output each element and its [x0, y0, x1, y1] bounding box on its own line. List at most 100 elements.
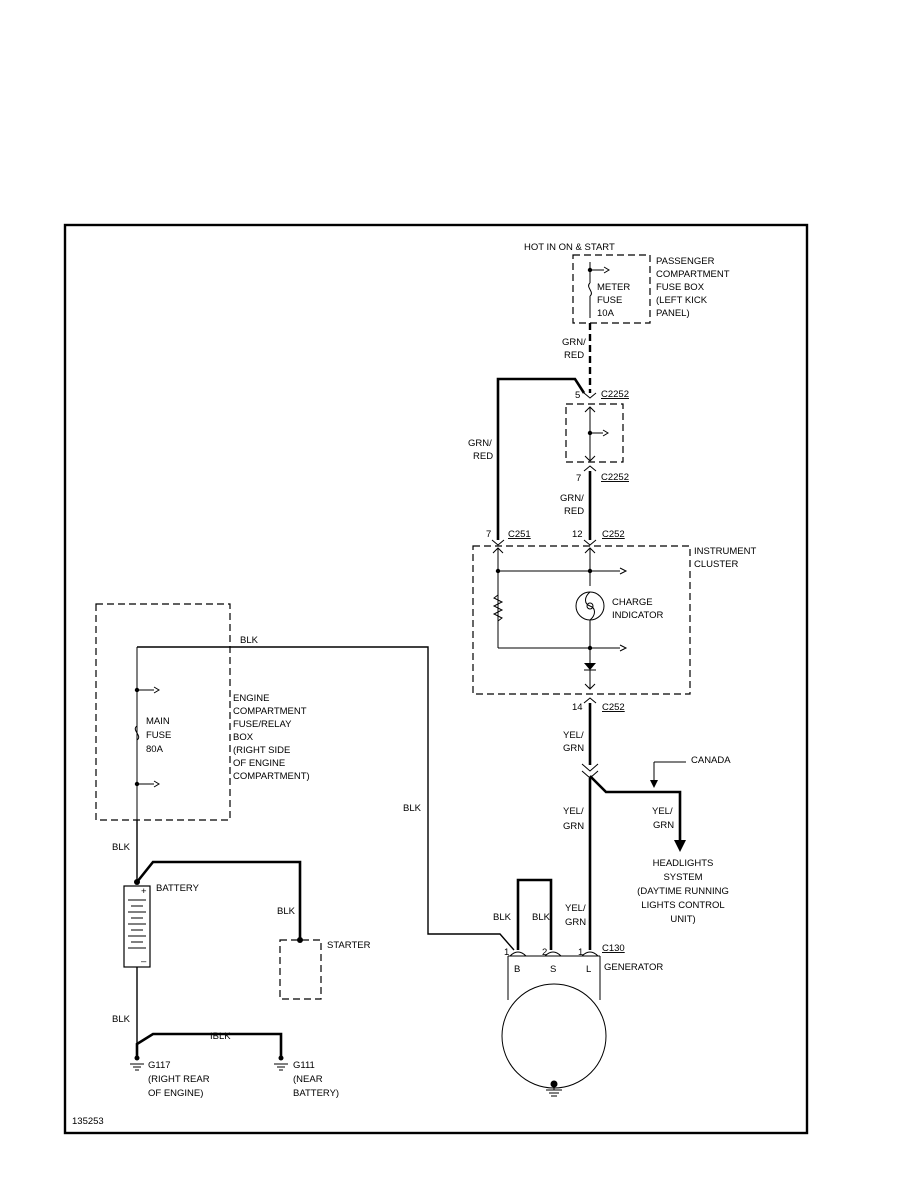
wire-label-yel-grn-4b: GRN	[653, 820, 674, 831]
battery-minus-label: –	[141, 956, 147, 967]
main-fuse-label-3: 80A	[146, 744, 164, 755]
c252-top-pin: 12	[572, 529, 583, 540]
instrument-cluster-label-1: INSTRUMENT	[694, 546, 756, 557]
svg-text:(DAYTIME RUNNING: (DAYTIME RUNNING	[637, 886, 729, 897]
wire-label-blk-3: BLK	[112, 842, 131, 853]
arrow-icon	[619, 644, 628, 652]
passenger-fuse-box: HOT IN ON & START METER FUSE 10A PASSENG…	[524, 242, 730, 324]
ground-g117: G117 (RIGHT REAR OF ENGINE)	[130, 1055, 210, 1099]
wire-grn-red-to-c251	[496, 377, 586, 540]
engine-box-label-6: OF ENGINE	[233, 758, 285, 769]
connector-c251: 7 C251	[486, 529, 531, 546]
wire-label-grn-red-2b: RED	[473, 451, 493, 462]
generator-label: GENERATOR	[604, 962, 663, 973]
wire-label-blk-6: BLK	[493, 912, 512, 923]
starter-label: STARTER	[327, 940, 371, 951]
pc-fuse-box-label-2: COMPARTMENT	[656, 269, 730, 280]
canada-label: CANADA	[691, 755, 731, 766]
instrument-cluster-label-2: CLUSTER	[694, 559, 738, 570]
engine-box-label-7: COMPARTMENT)	[233, 771, 310, 782]
c252-top-name: C252	[602, 529, 625, 540]
wire-blk-to-starter	[135, 860, 302, 940]
svg-text:UNIT): UNIT)	[670, 914, 695, 925]
wire-label-blk-2: BLK	[403, 803, 422, 814]
wire-label-yel-grn-2b: GRN	[563, 821, 584, 832]
c252-bot-pin: 14	[572, 702, 583, 713]
wire-label-yel-grn-4a: YEL/	[652, 806, 673, 817]
resistor-icon	[492, 594, 504, 622]
wire-label-yel-grn-3b: GRN	[565, 917, 586, 928]
charge-indicator-label-2: INDICATOR	[612, 610, 664, 621]
fuse-icon	[588, 282, 592, 297]
splice-icon	[581, 763, 599, 772]
arrow-icon	[603, 266, 610, 274]
meter-fuse-label-2: FUSE	[597, 295, 622, 306]
pc-fuse-box-label-5: PANEL)	[656, 308, 690, 319]
charge-indicator-label-1: CHARGE	[612, 597, 653, 608]
wire-label-iblk: IBLK	[210, 1031, 231, 1042]
c2252-bot-name: C2252	[601, 472, 629, 483]
c2252-box	[565, 403, 624, 463]
arrow-icon	[674, 840, 686, 852]
arrow-icon	[602, 429, 609, 437]
c130-pin1: 1	[504, 947, 509, 958]
pc-fuse-box-label-3: FUSE BOX	[656, 282, 705, 293]
wire-label-yel-grn-2a: YEL/	[563, 806, 584, 817]
instrument-cluster: INSTRUMENT CLUSTER CHARGE INDICATOR	[472, 545, 756, 695]
c252-bot-name: C252	[602, 702, 625, 713]
c251-pin: 7	[486, 529, 491, 540]
arrow-icon	[619, 567, 628, 575]
c130-pin2: 2	[542, 947, 547, 958]
wire-blk-s-terminal	[516, 878, 553, 950]
wire-label-blk-4: BLK	[277, 906, 296, 917]
generator-terminal-b: B	[514, 964, 520, 975]
meter-fuse-label-1: METER	[597, 282, 630, 293]
c130-pin3: 1	[578, 947, 583, 958]
hot-in-label: HOT IN ON & START	[524, 242, 615, 253]
svg-text:BATTERY): BATTERY)	[293, 1088, 339, 1099]
wire-label-yel-grn-3a: YEL/	[565, 903, 586, 914]
engine-box-label-3: FUSE/RELAY	[233, 719, 292, 730]
svg-text:(NEAR: (NEAR	[293, 1074, 323, 1085]
wire-yel-grn-canada	[589, 775, 682, 842]
wire-iblk-ground	[135, 1032, 283, 1058]
c2252-top-name: C2252	[601, 389, 629, 400]
wire-label-grn-red-1b: RED	[564, 350, 584, 361]
svg-text:G117: G117	[148, 1060, 171, 1071]
wire-label-blk-7: BLK	[532, 912, 551, 923]
main-fuse-label-1: MAIN	[146, 716, 170, 727]
ground-g111: G111 (NEAR BATTERY)	[274, 1055, 339, 1099]
generator: 1 2 1 C130 B S L GENERATOR	[501, 943, 663, 1097]
diode-icon	[584, 663, 596, 670]
connector-c252-bottom: 14 C252	[572, 697, 625, 713]
wire-label-grn-red-2a: GRN/	[468, 438, 492, 449]
generator-body	[501, 983, 607, 1089]
c251-name: C251	[508, 529, 531, 540]
battery: + – BATTERY	[123, 883, 200, 968]
engine-fuse-relay-box: MAIN FUSE 80A ENGINE COMPARTMENT FUSE/RE…	[95, 603, 310, 821]
fuse-icon	[134, 725, 140, 741]
connector-c252-top: 12 C252	[572, 529, 625, 546]
generator-terminal-s: S	[550, 964, 556, 975]
arrow-icon	[153, 780, 160, 788]
connector-c2252-top: 5 C2252	[575, 389, 629, 401]
svg-text:(RIGHT REAR: (RIGHT REAR	[148, 1074, 210, 1085]
engine-box-label-1: ENGINE	[233, 693, 269, 704]
wire-label-grn-red-1a: GRN/	[562, 337, 586, 348]
wire-label-blk-5: BLK	[112, 1014, 131, 1025]
c2252-top-pin: 5	[575, 390, 580, 401]
main-fuse-label-2: FUSE	[146, 730, 171, 741]
svg-text:HEADLIGHTS: HEADLIGHTS	[653, 858, 714, 869]
engine-box-label-2: COMPARTMENT	[233, 706, 307, 717]
wire-blk-to-generator-b	[137, 646, 515, 951]
wire-label-blk-1: BLK	[240, 635, 259, 646]
svg-text:SYSTEM: SYSTEM	[663, 872, 702, 883]
figure-id: 135253	[72, 1116, 104, 1127]
connector-c2252-bottom: 7 C2252	[576, 465, 629, 484]
battery-label: BATTERY	[156, 883, 200, 894]
engine-box-label-4: BOX	[233, 732, 254, 743]
wire-label-grn-red-3b: RED	[564, 506, 584, 517]
arrow-icon	[153, 686, 160, 694]
svg-text:G111: G111	[293, 1060, 315, 1071]
